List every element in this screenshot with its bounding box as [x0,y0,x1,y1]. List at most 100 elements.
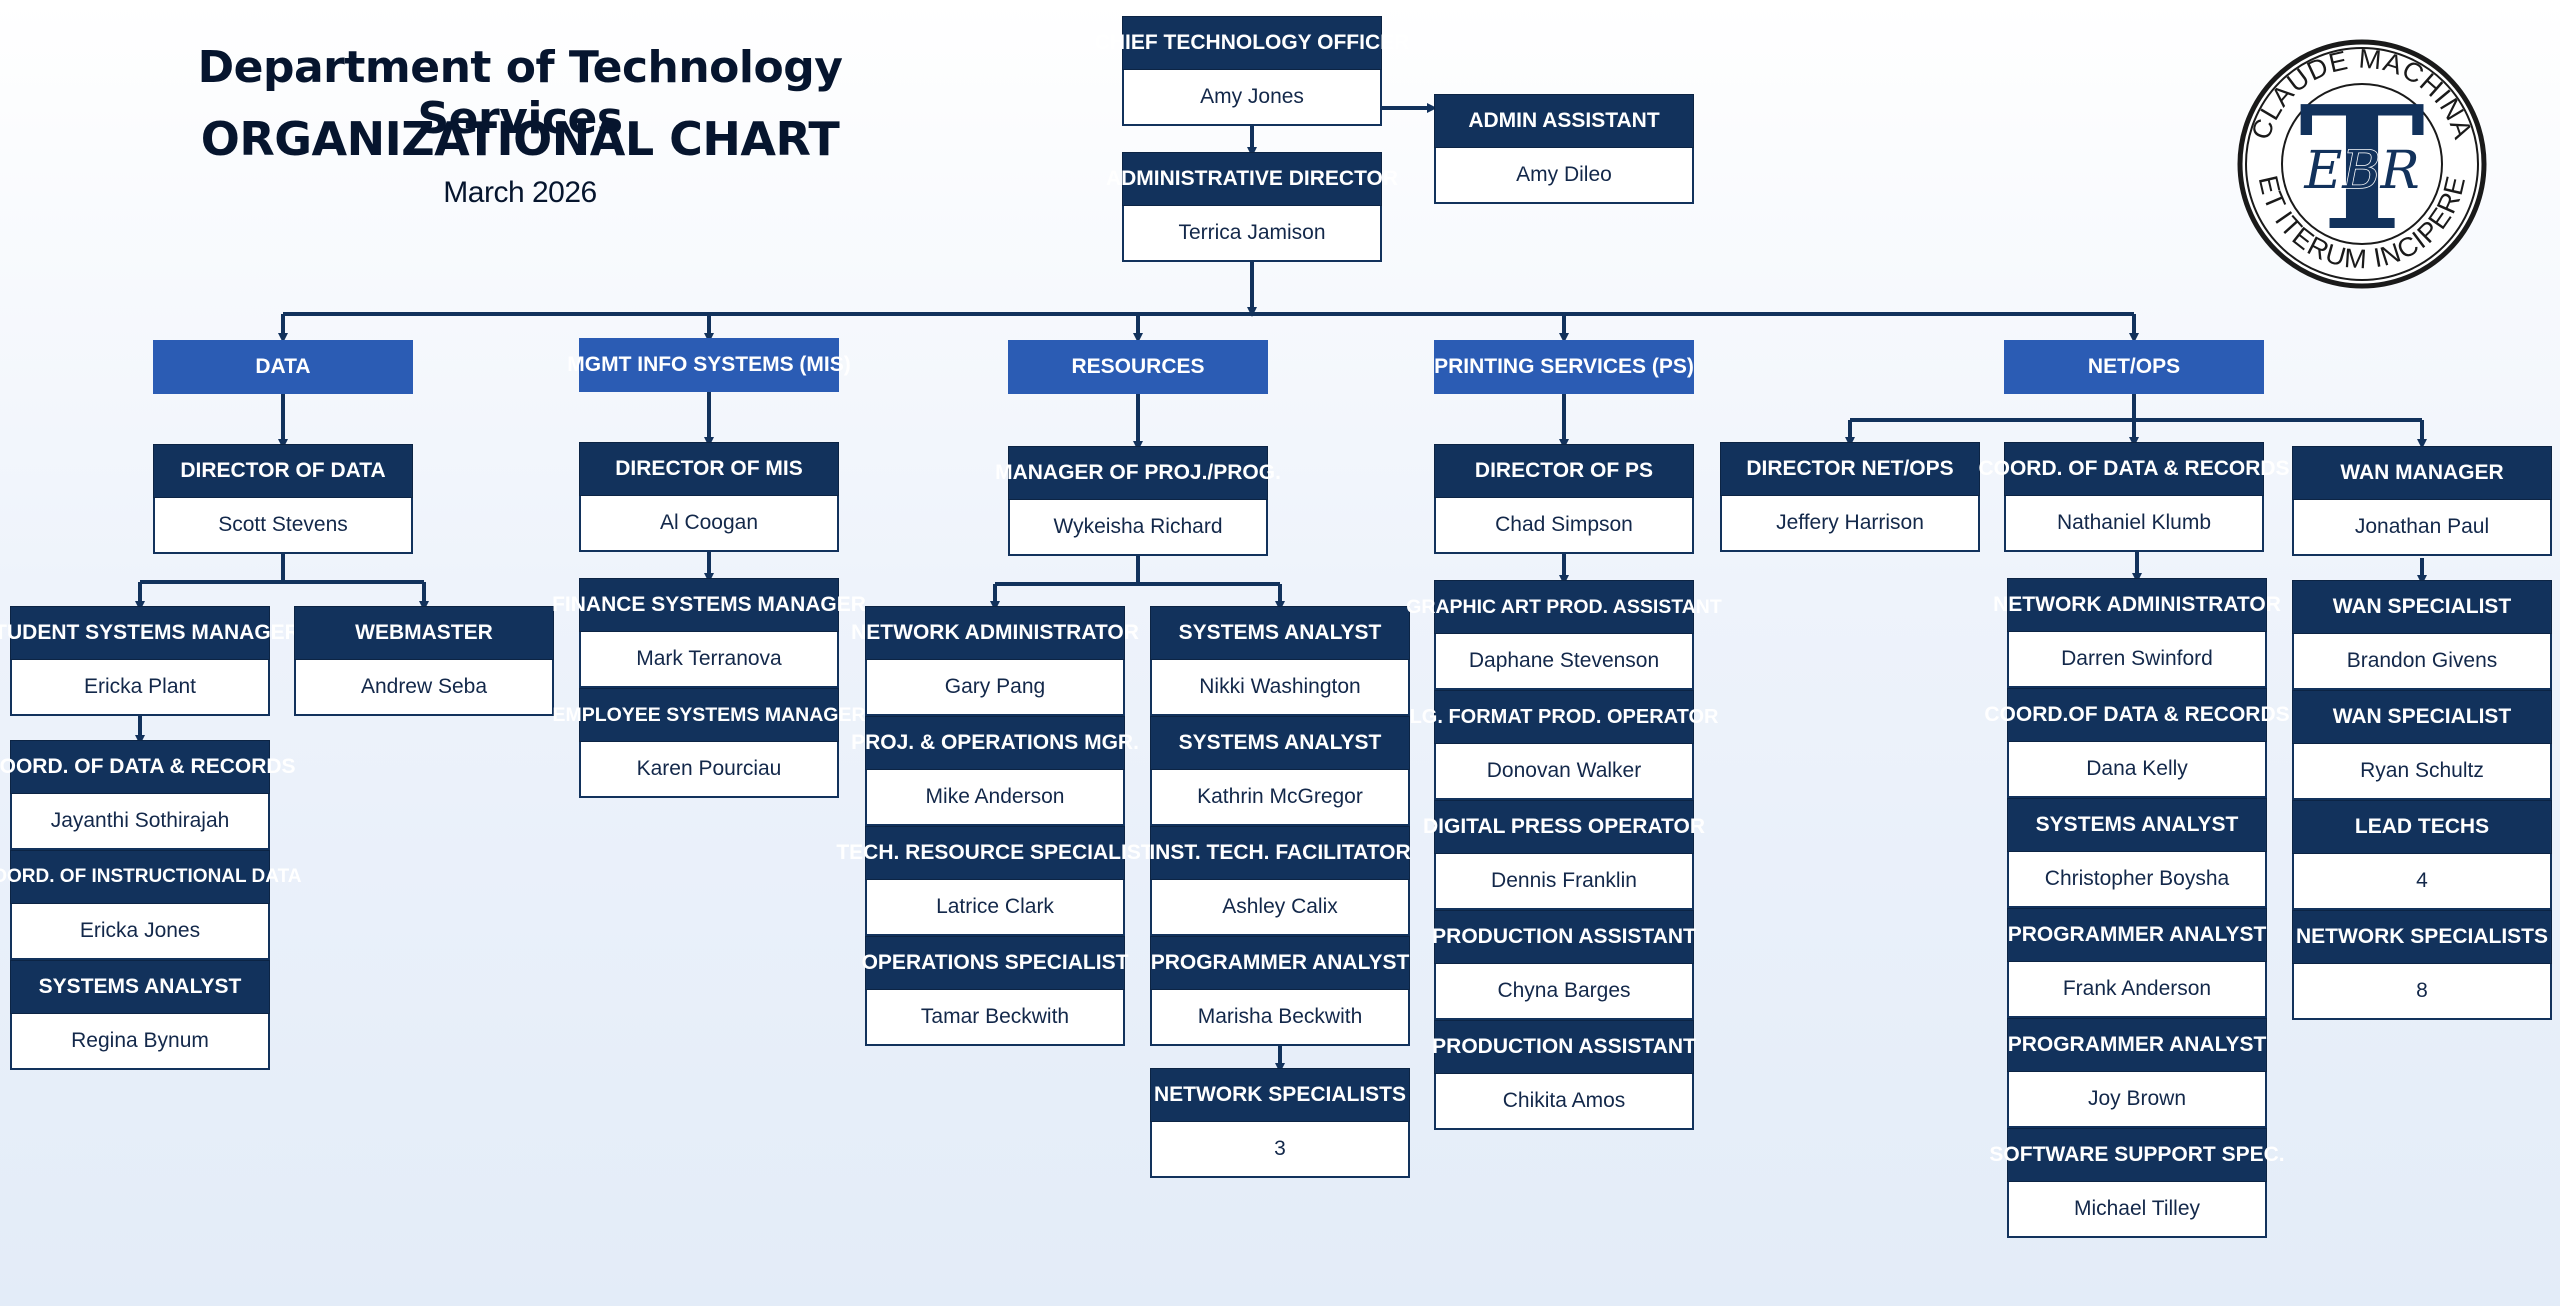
wan-manager-box: WAN MANAGER Jonathan Paul [2292,446,2552,556]
position-title: FINANCE SYSTEMS MANAGER [552,578,866,632]
position-title: PROGRAMMER ANALYST [2007,908,2267,962]
position-title: CHIEF TECHNOLOGY OFFICER [1095,16,1409,70]
person-name: Jeffery Harrison [1720,496,1980,552]
staff-count: 4 [2292,854,2552,910]
resources-left-stack: NETWORK ADMINISTRATOR Gary Pang PROJ. & … [836,606,1154,1046]
position-title: DIRECTOR OF DATA [153,444,413,498]
cto-box: CHIEF TECHNOLOGY OFFICER Amy Jones [1095,16,1409,126]
position-title: NETWORK ADMINISTRATOR [1993,578,2281,632]
position-title: STUDENT SYSTEMS MANAGER [0,606,300,660]
netops-wan-stack: WAN SPECIALIST Brandon Givens WAN SPECIA… [2292,580,2552,1020]
position-title: COORD. OF DATA & RECORDS [0,740,296,794]
position-title: COORD. OF DATA & RECORDS [1978,442,2290,496]
resources-right-stack: SYSTEMS ANALYST Nikki Washington SYSTEMS… [1149,606,1411,1046]
student-systems-box: STUDENT SYSTEMS MANAGER Ericka Plant [0,606,300,716]
person-name: Terrica Jamison [1122,206,1382,262]
person-name: Scott Stevens [153,498,413,554]
position-title: PRODUCTION ASSISTANT [1432,910,1696,964]
data-staff-stack: COORD. OF DATA & RECORDS Jayanthi Sothir… [0,740,302,1070]
ps-staff-stack: GRAPHIC ART PROD. ASSISTANT Daphane Stev… [1406,580,1722,1130]
person-name: Mark Terranova [579,632,839,688]
person-name: Wykeisha Richard [1008,500,1268,556]
person-name: Ericka Plant [10,660,270,716]
ebr-seal-logo: CLAUDE MACHINA ET ITERUM INCIPERE T EBR [2237,39,2487,289]
position-title: EMPLOYEE SYSTEMS MANAGER [552,688,866,742]
position-title: WEBMASTER [294,606,554,660]
dept-mis: MGMT INFO SYSTEMS (MIS) [567,338,851,392]
netops-coord-stack: NETWORK ADMINISTRATOR Darren Swinford CO… [1984,578,2290,1238]
person-name: Mike Anderson [865,770,1125,826]
staff-count: 3 [1150,1122,1410,1178]
person-name: Al Coogan [579,496,839,552]
person-name: Darren Swinford [2007,632,2267,688]
position-title: COORD. OF INSTRUCTIONAL DATA [0,850,302,904]
position-title: SYSTEMS ANALYST [10,960,270,1014]
person-name: Amy Jones [1122,70,1382,126]
admin-assistant-box: ADMIN ASSISTANT Amy Dileo [1434,94,1694,204]
resources-network-specialists-box: NETWORK SPECIALISTS 3 [1150,1068,1410,1178]
person-name: Latrice Clark [865,880,1125,936]
coord-data-records-box: COORD. OF DATA & RECORDS Nathaniel Klumb [1978,442,2290,552]
position-title: NETWORK ADMINISTRATOR [851,606,1139,660]
person-name: Nikki Washington [1150,660,1410,716]
position-title: LG. FORMAT PROD. OPERATOR [1410,690,1718,744]
position-title: ADMINISTRATIVE DIRECTOR [1106,152,1398,206]
position-title: DIRECTOR OF MIS [579,442,839,496]
position-title: TECH. RESOURCE SPECIALIST [836,826,1154,880]
person-name: Marisha Beckwith [1150,990,1410,1046]
person-name: Joy Brown [2007,1072,2267,1128]
person-name: Christopher Boysha [2007,852,2267,908]
department-title: Department of Technology Services [197,42,843,144]
person-name: Dennis Franklin [1434,854,1694,910]
person-name: Ryan Schultz [2292,744,2552,800]
director-of-data-box: DIRECTOR OF DATA Scott Stevens [153,444,413,554]
position-title: SYSTEMS ANALYST [1150,606,1410,660]
position-title: MANAGER OF PROJ./PROG. [995,446,1281,500]
position-title: DIRECTOR NET/OPS [1720,442,1980,496]
person-name: Michael Tilley [2007,1182,2267,1238]
position-title: DIRECTOR OF PS [1434,444,1694,498]
director-of-ps-box: DIRECTOR OF PS Chad Simpson [1434,444,1694,554]
person-name: Dana Kelly [2007,742,2267,798]
person-name: Ashley Calix [1150,880,1410,936]
position-title: PROJ. & OPERATIONS MGR. [851,716,1139,770]
person-name: Donovan Walker [1434,744,1694,800]
person-name: Ericka Jones [10,904,270,960]
position-title: SYSTEMS ANALYST [2007,798,2267,852]
position-title: WAN MANAGER [2292,446,2552,500]
position-title: INST. TECH. FACILITATOR [1149,826,1411,880]
admin-director-box: ADMINISTRATIVE DIRECTOR Terrica Jamison [1106,152,1398,262]
position-title: PRODUCTION ASSISTANT [1432,1020,1696,1074]
person-name: Karen Pourciau [579,742,839,798]
dept-resources: RESOURCES [1008,340,1268,394]
director-netops-box: DIRECTOR NET/OPS Jeffery Harrison [1720,442,1980,552]
position-title: COORD.OF DATA & RECORDS [1984,688,2290,742]
position-title: WAN SPECIALIST [2292,690,2552,744]
person-name: Andrew Seba [294,660,554,716]
person-name: Regina Bynum [10,1014,270,1070]
chart-title: ORGANIZATIONAL CHART [200,112,840,166]
dept-printing-services: PRINTING SERVICES (PS) [1434,340,1694,394]
person-name: Amy Dileo [1434,148,1694,204]
position-title: GRAPHIC ART PROD. ASSISTANT [1406,580,1722,634]
dept-data: DATA [153,340,413,394]
person-name: Chyna Barges [1434,964,1694,1020]
person-name: Tamar Beckwith [865,990,1125,1046]
person-name: Daphane Stevenson [1434,634,1694,690]
manager-proj-prog-box: MANAGER OF PROJ./PROG. Wykeisha Richard [995,446,1281,556]
position-title: PROGRAMMER ANALYST [1150,936,1410,990]
position-title: NETWORK SPECIALISTS [1150,1068,1410,1122]
position-title: LEAD TECHS [2292,800,2552,854]
position-title: PROGRAMMER ANALYST [2007,1018,2267,1072]
person-name: Chikita Amos [1434,1074,1694,1130]
position-title: NETWORK SPECIALISTS [2292,910,2552,964]
position-title: OPERATIONS SPECIALIST [862,936,1128,990]
chart-date: March 2026 [443,176,597,209]
mis-staff-stack: FINANCE SYSTEMS MANAGER Mark Terranova E… [552,578,866,798]
position-title: SYSTEMS ANALYST [1150,716,1410,770]
seal-letters: EBR [2303,141,2419,201]
person-name: Jayanthi Sothirajah [10,794,270,850]
person-name: Frank Anderson [2007,962,2267,1018]
